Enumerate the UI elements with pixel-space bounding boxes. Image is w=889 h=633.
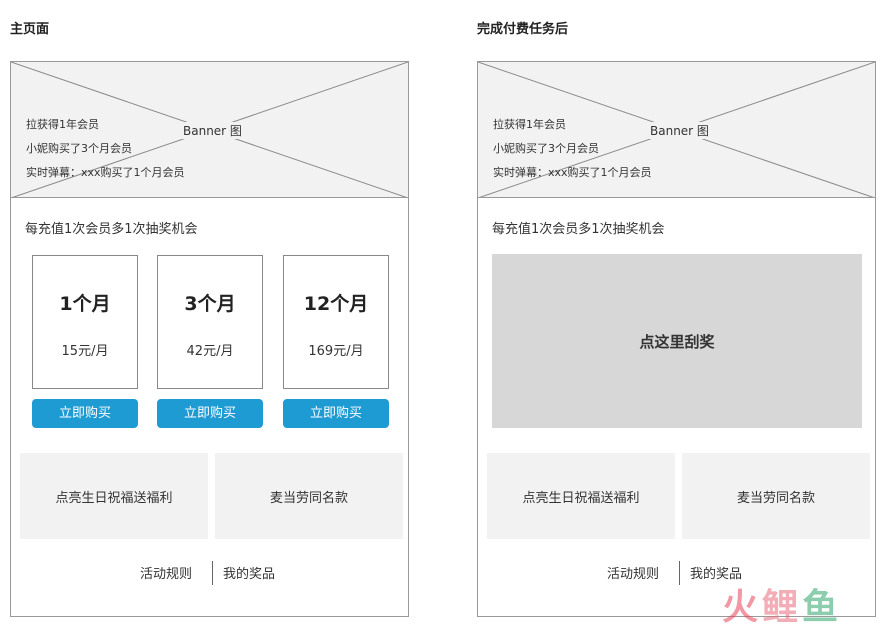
plan-card-3-months[interactable]: 3个月 42元/月 [157, 255, 263, 389]
ticker-message: 拉获得1年会员 [493, 118, 566, 131]
buy-now-button-1-month[interactable]: 立即购买 [32, 399, 138, 428]
banner-label: Banner 图 [648, 122, 711, 139]
activity-rules-link[interactable]: 活动规则 [607, 567, 660, 582]
birthday-blessing-card[interactable]: 点亮生日祝福送福利 [20, 453, 208, 539]
banner-label: Banner 图 [181, 122, 244, 139]
birthday-blessing-card[interactable]: 点亮生日祝福送福利 [487, 453, 675, 539]
mcdonalds-card[interactable]: 麦当劳同名款 [682, 453, 870, 539]
plan-price: 15元/月 [61, 344, 109, 359]
ticker-message: 小妮购买了3个月会员 [26, 142, 132, 155]
watermark-char: 鱼 [802, 587, 843, 628]
watermark-char: 火 [722, 587, 763, 628]
main-page-frame: Banner 图 拉获得1年会员 小妮购买了3个月会员 实时弹幕：xxx购买了1… [10, 61, 409, 617]
link-divider [679, 561, 680, 585]
promo-text: 每充值1次会员多1次抽奖机会 [492, 222, 665, 237]
watermark-logo: 火鲤鱼 [722, 590, 842, 626]
buy-now-button-12-months[interactable]: 立即购买 [283, 399, 389, 428]
ticker-message: 实时弹幕：xxx购买了1个月会员 [26, 166, 185, 179]
watermark-char: 鲤 [762, 587, 803, 628]
my-prizes-link[interactable]: 我的奖品 [690, 567, 743, 582]
plan-duration: 12个月 [303, 293, 369, 315]
scratch-card-area[interactable]: 点这里刮奖 [492, 254, 862, 428]
plan-price: 42元/月 [186, 344, 234, 359]
plan-duration: 1个月 [59, 293, 111, 315]
after-payment-frame: Banner 图 拉获得1年会员 小妮购买了3个月会员 实时弹幕：xxx购买了1… [477, 61, 876, 617]
link-divider [212, 561, 213, 585]
mcdonalds-card[interactable]: 麦当劳同名款 [215, 453, 403, 539]
promo-text: 每充值1次会员多1次抽奖机会 [25, 222, 198, 237]
plan-duration: 3个月 [184, 293, 236, 315]
plan-card-12-months[interactable]: 12个月 169元/月 [283, 255, 389, 389]
ticker-message: 实时弹幕：xxx购买了1个月会员 [493, 166, 652, 179]
my-prizes-link[interactable]: 我的奖品 [223, 567, 276, 582]
buy-now-button-3-months[interactable]: 立即购买 [157, 399, 263, 428]
ticker-message: 小妮购买了3个月会员 [493, 142, 599, 155]
plan-card-1-month[interactable]: 1个月 15元/月 [32, 255, 138, 389]
activity-rules-link[interactable]: 活动规则 [140, 567, 193, 582]
page-title-after-payment: 完成付费任务后 [477, 22, 569, 37]
banner-placeholder[interactable]: Banner 图 拉获得1年会员 小妮购买了3个月会员 实时弹幕：xxx购买了1… [478, 62, 875, 198]
ticker-message: 拉获得1年会员 [26, 118, 99, 131]
banner-placeholder[interactable]: Banner 图 拉获得1年会员 小妮购买了3个月会员 实时弹幕：xxx购买了1… [11, 62, 408, 198]
plan-price: 169元/月 [308, 344, 364, 359]
page-title-main: 主页面 [10, 22, 50, 37]
